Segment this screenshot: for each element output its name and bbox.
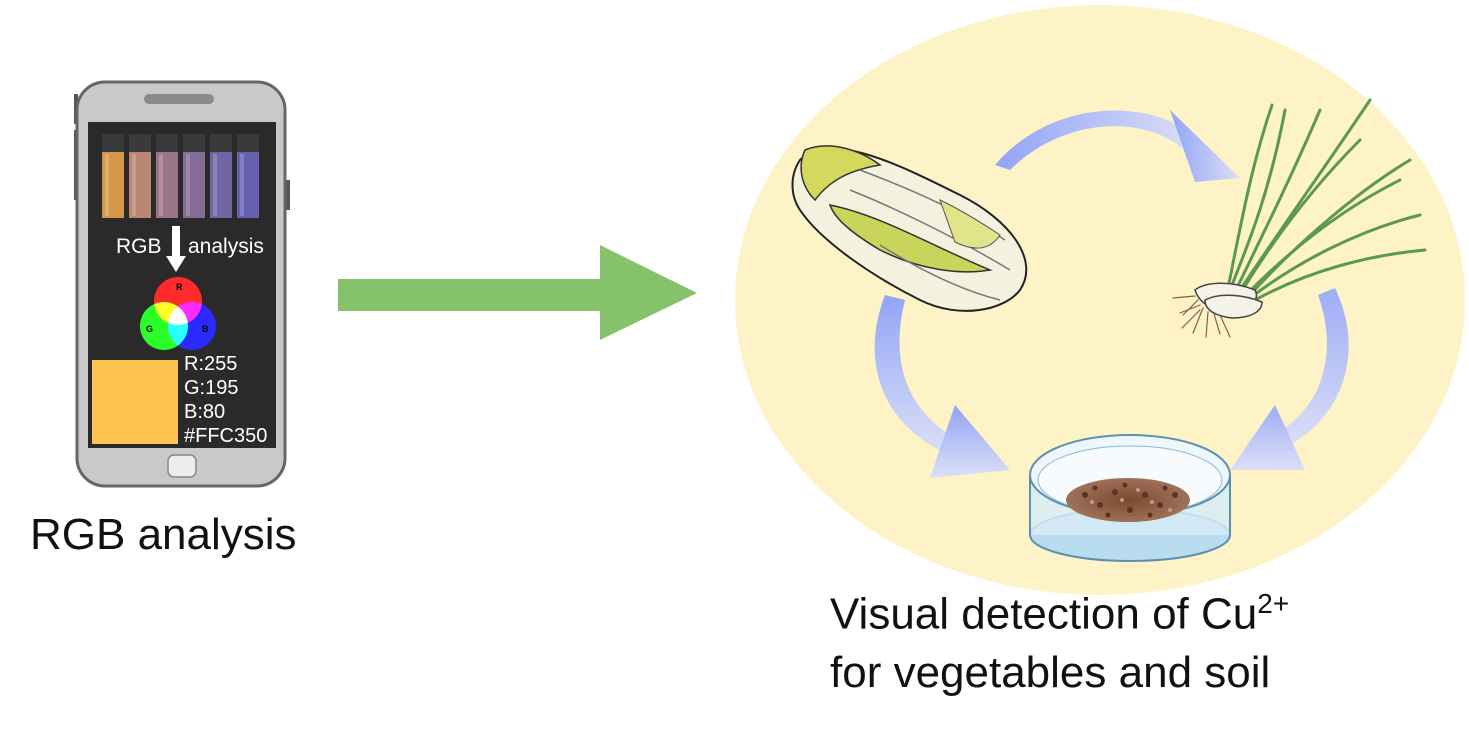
wheel-label-r: R bbox=[176, 282, 183, 292]
value-g: G:195 bbox=[184, 377, 239, 399]
wheel-label-g: G bbox=[146, 324, 153, 334]
value-b: B:80 bbox=[184, 401, 226, 423]
right-caption-line2: for vegetables and soil bbox=[830, 648, 1271, 697]
chinese-cabbage-icon bbox=[791, 145, 1028, 312]
vial bbox=[210, 134, 232, 218]
cycle-arrow-top bbox=[995, 110, 1240, 182]
smartphone-icon: RGB analysis R G B R:255 G:195 B:80 #FFC… bbox=[74, 80, 290, 488]
vial bbox=[102, 134, 124, 218]
right-caption-sup: 2+ bbox=[1257, 588, 1290, 619]
vials-photo bbox=[102, 134, 259, 218]
vial bbox=[156, 134, 178, 218]
green-onion-icon bbox=[1172, 98, 1427, 338]
right-caption-line1: Visual detection of Cu2+ bbox=[830, 588, 1289, 640]
cycle-arrow-right bbox=[1230, 288, 1349, 470]
down-arrow-icon bbox=[166, 226, 186, 272]
color-swatch bbox=[92, 360, 178, 444]
rgb-color-wheel-icon: R G B bbox=[140, 277, 216, 350]
right-caption-main: Visual detection of Cu bbox=[830, 589, 1258, 639]
value-hex: #FFC350 bbox=[184, 425, 268, 447]
cycle-arrow-left bbox=[874, 295, 1010, 478]
vial bbox=[129, 134, 151, 218]
vial bbox=[183, 134, 205, 218]
vial bbox=[237, 134, 259, 218]
value-r: R:255 bbox=[184, 353, 238, 375]
phone-label-right: analysis bbox=[188, 235, 264, 258]
wheel-label-b: B bbox=[202, 324, 209, 334]
left-caption: RGB analysis bbox=[30, 510, 297, 559]
green-arrow bbox=[338, 245, 697, 340]
petri-dish-soil-icon bbox=[1029, 434, 1231, 562]
phone-label-left: RGB bbox=[116, 235, 162, 258]
